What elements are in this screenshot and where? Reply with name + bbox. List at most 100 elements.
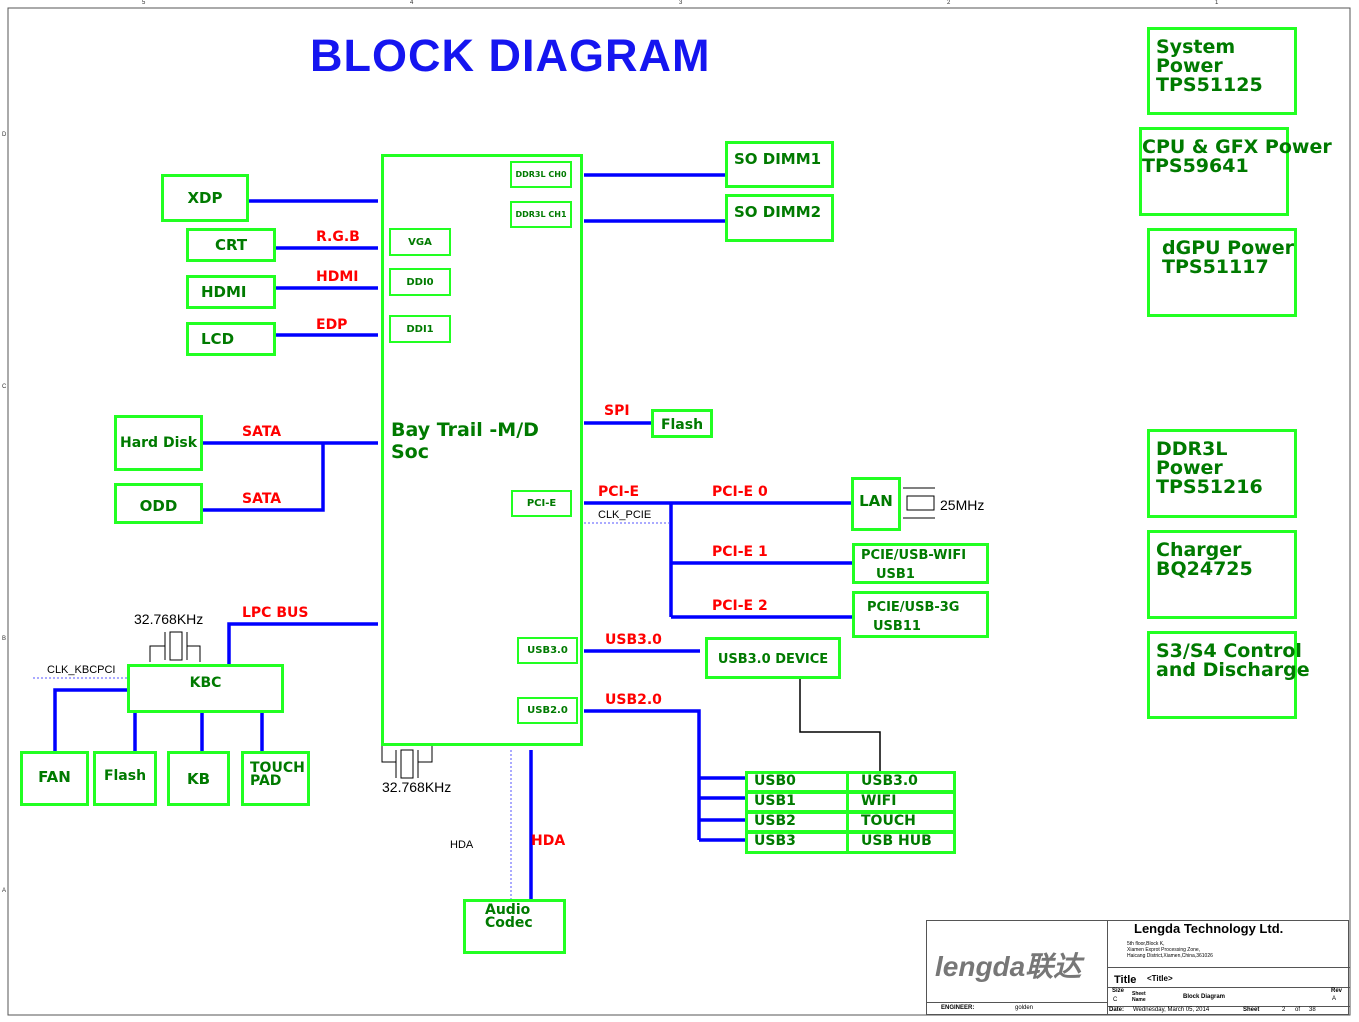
xdp-block[interactable]: XDP [161, 174, 249, 222]
power-name: S3/S4 Control [1156, 640, 1302, 662]
fan-block[interactable]: FAN [20, 751, 89, 806]
so-dimm2-block[interactable]: SO DIMM2 [725, 194, 834, 242]
bus-label-pcie: PCI-E [598, 484, 640, 500]
usb3-device-block[interactable]: USB3.0 DEVICE [705, 637, 841, 679]
usb-port-1[interactable]: USB1 [745, 791, 849, 813]
bus-label-sata: SATA [242, 424, 282, 440]
row-marker: B [2, 636, 7, 642]
row-marker: D [2, 132, 7, 138]
power-part: TPS59641 [1142, 155, 1249, 177]
usb-port-2[interactable]: USB2 [745, 811, 849, 833]
bus-label-lpc: LPC BUS [242, 605, 309, 621]
power-part: and Discharge [1156, 659, 1310, 681]
usb-device-1[interactable]: WIFI [846, 791, 956, 813]
engineer-name: golden [1015, 1005, 1034, 1011]
col-marker: 1 [1215, 0, 1219, 6]
power-name: Charger [1156, 539, 1242, 561]
usb-device-0[interactable]: USB3.0 [846, 771, 956, 793]
kb-block[interactable]: KB [167, 751, 230, 806]
port-usb2[interactable]: USB2.0 [517, 697, 578, 724]
crt-block[interactable]: CRT [186, 228, 276, 262]
col-marker: 5 [142, 0, 146, 6]
usb-port-3[interactable]: USB3 [745, 831, 849, 854]
bus-label-hda: HDA [531, 833, 566, 849]
usb-device-2[interactable]: TOUCH [846, 811, 956, 833]
port-ddr-ch0[interactable]: DDR3L CH0 [510, 161, 572, 188]
port-ddr-ch1[interactable]: DDR3L CH1 [510, 201, 572, 228]
date-value: Wednesday, March 05, 2014 [1133, 1007, 1210, 1013]
bus-label-spi: SPI [604, 403, 630, 419]
kbc-block[interactable]: KBC [127, 664, 284, 713]
lcd-block[interactable]: LCD [186, 322, 276, 356]
title-value: <Title> [1147, 974, 1173, 983]
bus-label-pcie2: PCI-E 2 [712, 598, 768, 614]
port-ddi1[interactable]: DDI1 [389, 315, 451, 343]
hdmi-block[interactable]: HDMI [186, 275, 276, 309]
power-name: System Power [1156, 36, 1236, 77]
power-name: dGPU Power [1162, 237, 1294, 259]
bus-label-pcie1: PCI-E 1 [712, 544, 768, 560]
power-part: BQ24725 [1156, 558, 1253, 580]
touchpad-label-1: TOUCH [250, 760, 305, 776]
bus-label-pcie0: PCI-E 0 [712, 484, 768, 500]
size-value: C [1113, 997, 1118, 1003]
odd-block[interactable]: ODD [114, 483, 203, 524]
power-part: TPS51216 [1156, 476, 1263, 498]
title-label: Title [1114, 974, 1137, 986]
signal-clk-kbcpci: CLK_KBCPCI [47, 664, 116, 676]
signal-hda: HDA [450, 839, 474, 851]
engineer-label: ENGINEER: [941, 1005, 975, 1011]
sheet-total: 38 [1309, 1007, 1316, 1013]
company-name: Lengda Technology Ltd. [1134, 921, 1284, 936]
audio-label-2: Codec [485, 915, 533, 931]
power-name: CPU & GFX Power [1142, 136, 1332, 158]
power-part: TPS51117 [1162, 256, 1269, 278]
3g-usb: USB11 [873, 619, 921, 634]
title-block: lengda联达 ENGINEER: golden Lengda Technol… [926, 920, 1350, 1015]
usb-device-3[interactable]: USB HUB [846, 831, 956, 854]
so-dimm1-block[interactable]: SO DIMM1 [725, 141, 834, 188]
crystal-lan-label: 25MHz [940, 497, 985, 513]
sheet-number: 2 [1282, 1007, 1286, 1013]
size-label: Size [1112, 988, 1125, 994]
port-pcie[interactable]: PCI-E [511, 490, 572, 517]
of-label: of [1295, 1007, 1301, 1013]
wifi-label: PCIE/USB-WIFI [861, 548, 967, 563]
power-name: DDR3L Power [1156, 438, 1228, 479]
bus-label-edp: EDP [316, 317, 348, 333]
rev-label: Rev [1331, 988, 1343, 994]
bus-label-usb3: USB3.0 [605, 632, 662, 648]
crystal-soc-label: 32.768KHz [382, 779, 452, 795]
soc-block[interactable]: Bay Trail -M/D Soc [381, 154, 583, 746]
port-usb3[interactable]: USB3.0 [517, 637, 578, 664]
lan-block[interactable]: LAN [851, 477, 901, 531]
spi-flash-block[interactable]: Flash [651, 409, 713, 438]
page-title: BLOCK DIAGRAM [310, 30, 711, 81]
crystal-kbc-label: 32.768KHz [134, 611, 204, 627]
usb-port-0[interactable]: USB0 [745, 771, 849, 793]
port-ddi0[interactable]: DDI0 [389, 268, 451, 296]
soc-label: Bay Trail -M/D Soc [391, 419, 539, 463]
kbc-flash-block[interactable]: Flash [93, 751, 157, 806]
power-part: TPS51125 [1156, 74, 1263, 96]
sheet-label: Sheet [1243, 1007, 1260, 1013]
col-marker: 2 [947, 0, 951, 6]
col-marker: 4 [410, 0, 414, 6]
bus-label-rgb: R.G.B [316, 229, 360, 245]
bus-label-sata: SATA [242, 491, 282, 507]
hard-disk-block[interactable]: Hard Disk [114, 415, 203, 471]
bus-label-hdmi: HDMI [316, 269, 359, 285]
port-vga[interactable]: VGA [389, 228, 451, 256]
